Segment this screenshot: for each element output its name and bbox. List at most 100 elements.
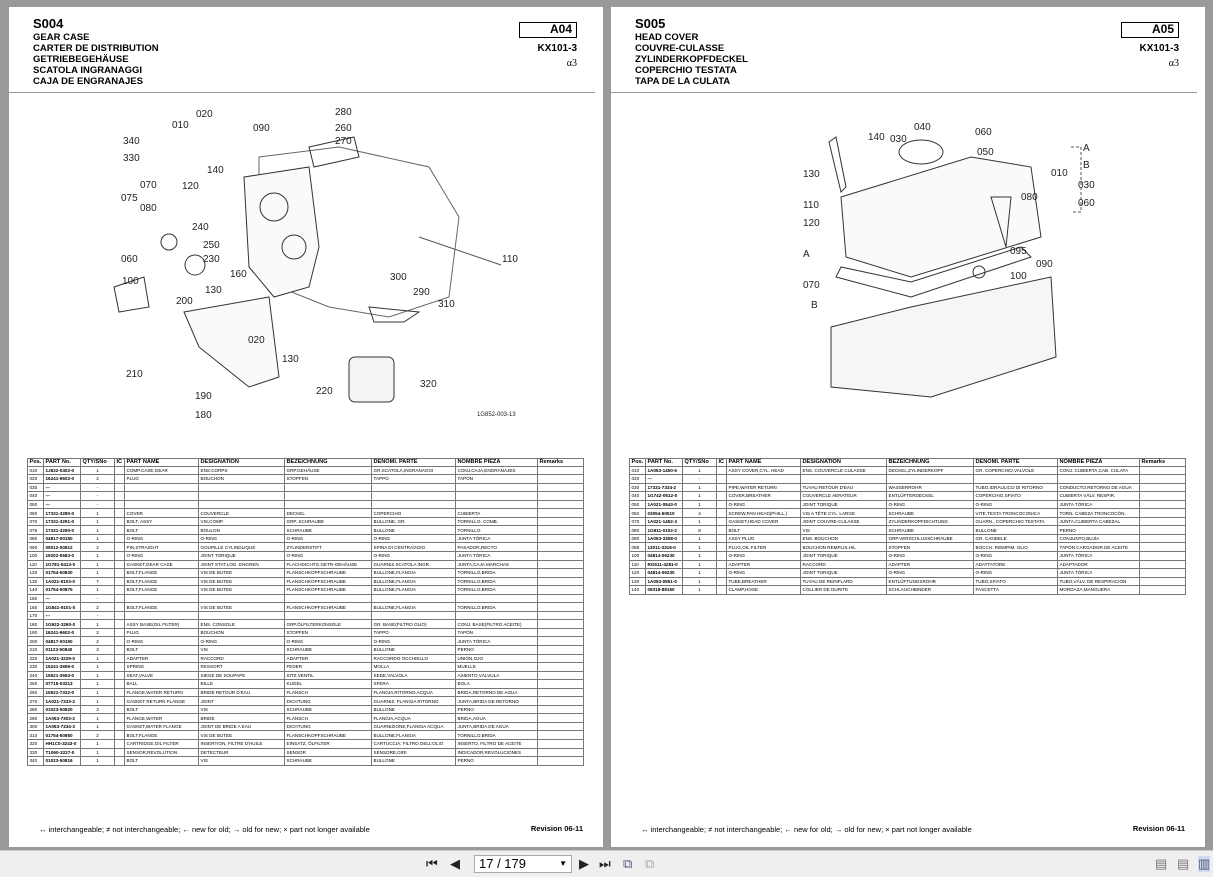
table-cell: 070: [27, 516, 44, 527]
chevron-down-icon[interactable]: ▼: [559, 859, 567, 868]
table-cell: 1: [80, 619, 115, 629]
table-cell: SPINA DI CENTRAGGIO: [371, 542, 456, 552]
table-cell: COUVERCLE AERATEUR: [800, 491, 887, 501]
table-cell: [537, 739, 584, 749]
callout-label: 020: [248, 335, 265, 346]
table-cell: 1G781-0413-0: [43, 559, 81, 570]
table-cell: 1: [682, 542, 717, 552]
table-row[interactable]: 150----: [27, 593, 584, 604]
table-cell: BOLT,FLANGE: [124, 585, 199, 595]
table-cell: [114, 721, 125, 732]
table-row[interactable]: 020----: [629, 474, 1186, 484]
table-cell: DECKEL,ZYLINDERKOPF: [886, 465, 974, 476]
table-cell: TUBO,SFIATO: [973, 576, 1058, 587]
table-cell: 1: [682, 491, 717, 501]
table-cell: 1: [80, 559, 115, 570]
table-cell: 100: [27, 550, 44, 561]
table-cell: ---: [43, 491, 81, 501]
table-cell: [114, 465, 125, 476]
fit-page-icon[interactable]: ⧉: [623, 856, 633, 871]
table-cell: ADATTATORE: [973, 559, 1058, 570]
table-cell: CARTRIDGE,OIL FILTER: [124, 739, 199, 749]
table-row[interactable]: 050----: [27, 499, 584, 510]
table-row[interactable]: 030----: [27, 482, 584, 493]
last-page-icon[interactable]: ⏭: [599, 856, 611, 871]
prev-page-icon[interactable]: ◀: [450, 856, 460, 871]
two-page-icon[interactable]: ▥: [1198, 856, 1211, 872]
next-page-icon[interactable]: ▶: [579, 856, 589, 871]
table-cell: BULLONE: [371, 525, 456, 535]
table-cell: CLAMP,HOSE: [726, 585, 801, 595]
table-cell: 1: [80, 508, 115, 518]
table-cell: GRP.ÖLFILTERKONSOLE: [284, 619, 372, 629]
table-cell: 080: [629, 525, 646, 535]
table-cell: COUVERCLE: [198, 508, 285, 518]
table-cell: GASKET,WATER FLANGE: [124, 721, 199, 732]
table-cell: TORNILLO,BRIDA: [455, 585, 538, 595]
continuous-icon[interactable]: ▤: [1177, 856, 1190, 871]
table-cell: [114, 739, 125, 749]
table-cell: BOLT,FLANGE: [124, 730, 199, 740]
fit-width-icon[interactable]: ⧉: [645, 856, 655, 871]
table-cell: 8: [682, 525, 717, 535]
table-cell: GASKET,HEAD COVER: [726, 516, 801, 527]
page-number-input[interactable]: 17 / 179▼: [474, 855, 572, 873]
table-cell: [284, 593, 372, 604]
table-cell: [537, 679, 584, 689]
table-cell: GUARNIZ. FLANGIA RITORNO: [371, 696, 456, 706]
first-page-icon[interactable]: ⏮: [426, 856, 438, 871]
table-row[interactable]: 170----: [27, 610, 584, 621]
table-row[interactable]: 040----: [27, 491, 584, 501]
single-page-icon[interactable]: ▤: [1155, 856, 1168, 871]
table-cell: 260: [27, 687, 44, 698]
table-cell: 4: [682, 508, 717, 518]
callout-label: 030: [890, 134, 907, 145]
